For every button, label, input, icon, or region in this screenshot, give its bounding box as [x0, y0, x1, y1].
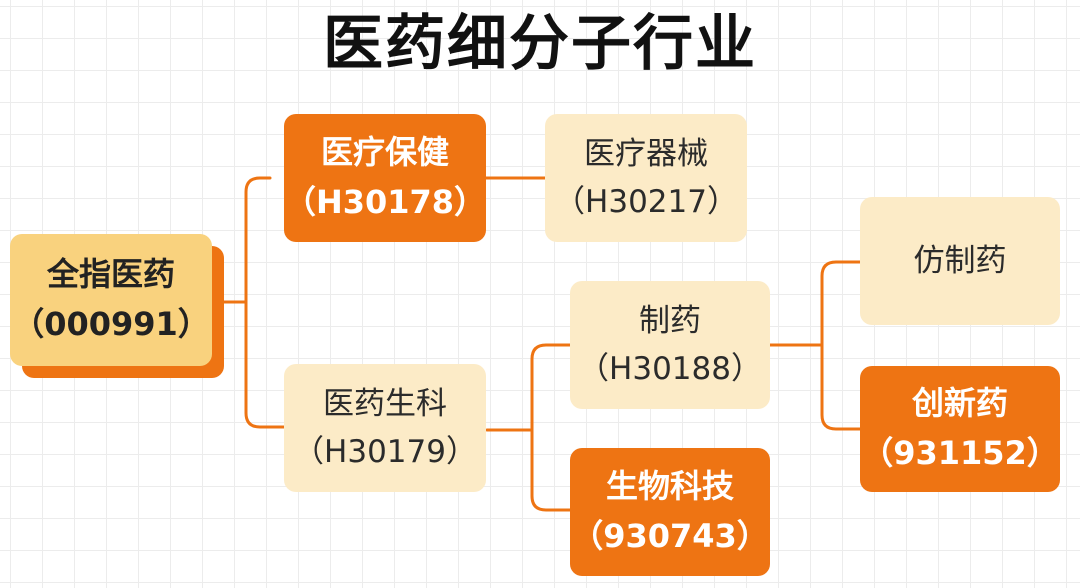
- node-pharmaceuticals: 制药 （H30188）: [570, 281, 770, 409]
- node-label: 仿制药: [913, 242, 1007, 279]
- node-code: （000991）: [12, 305, 210, 343]
- node-all-index-pharma: 全指医药 （000991）: [10, 234, 212, 366]
- edge-pharma-biotech-to-pharmaceuticals-and-biotech: [485, 343, 574, 512]
- node-code: （930743）: [571, 517, 769, 555]
- node-label: 生物科技: [605, 467, 734, 506]
- edge-root-to-healthcare-and-pharma-biotech: [220, 176, 287, 429]
- node-code: （H30217）: [554, 184, 738, 220]
- node-label: 医疗保健: [320, 133, 449, 172]
- node-innovative-drugs: 创新药 （931152）: [860, 366, 1060, 492]
- node-label: 全指医药: [46, 255, 175, 294]
- node-code: （H30179）: [293, 434, 477, 470]
- node-generic-drugs: 仿制药: [860, 197, 1060, 325]
- edge-pharmaceuticals-to-generic-and-innovative: [768, 260, 862, 431]
- node-biotech: 生物科技 （930743）: [570, 448, 770, 576]
- node-label: 制药: [639, 302, 701, 339]
- node-code: （931152）: [861, 434, 1059, 472]
- node-label: 创新药: [911, 384, 1008, 423]
- node-code: （H30188）: [578, 351, 762, 387]
- node-label: 医药生科: [323, 385, 447, 422]
- node-label: 医疗器械: [584, 135, 708, 172]
- node-pharma-biotech: 医药生科 （H30179）: [284, 364, 486, 492]
- node-medical-devices: 医疗器械 （H30217）: [545, 114, 747, 242]
- diagram-title: 医药细分子行业: [323, 9, 757, 79]
- node-code: （H30178）: [283, 183, 487, 221]
- node-healthcare: 医疗保健 （H30178）: [284, 114, 486, 242]
